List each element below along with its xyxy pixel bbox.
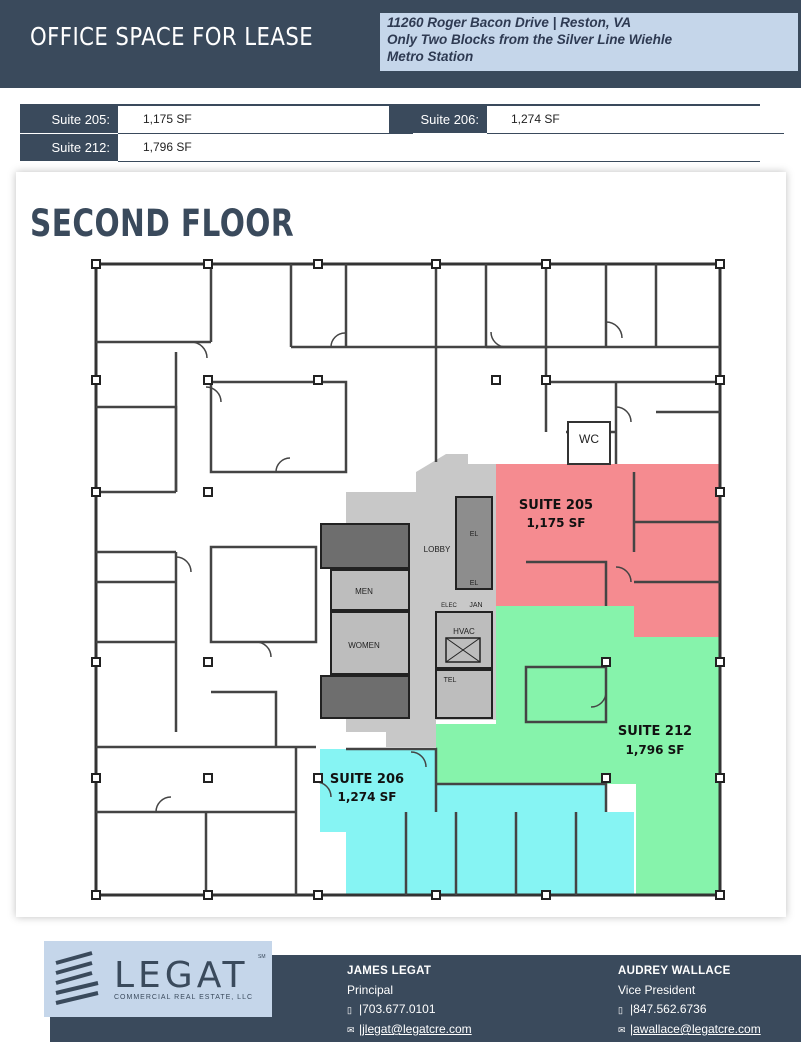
floor-plan-panel: SECOND FLOOR — [16, 172, 786, 917]
hvac-label: HVAC — [453, 627, 475, 636]
contact-name: AUDREY WALLACE — [618, 965, 731, 977]
brand-name: LEGAT — [114, 955, 249, 996]
suite-label: Suite 205: — [20, 106, 118, 133]
address-line: Metro Station — [387, 49, 474, 64]
suite-label: Suite 206: — [389, 106, 487, 133]
contact-email-link[interactable]: |jlegat@legatcre.com — [359, 1022, 472, 1036]
address-box: 11260 Roger Bacon Drive | Reston, VA Onl… — [380, 13, 798, 71]
brand-tagline: COMMERCIAL REAL ESTATE, LLC — [114, 994, 254, 1001]
interior-walls — [96, 264, 720, 895]
suite-table: Suite 205: 1,175 SF Suite 206: 1,274 SF … — [20, 104, 784, 162]
service-mark: SM — [258, 954, 266, 960]
men-label: MEN — [355, 587, 373, 596]
jan-label: JAN — [469, 602, 482, 609]
contact-name: JAMES LEGAT — [347, 965, 432, 977]
lobby-label: LOBBY — [424, 545, 451, 554]
page-title: OFFICE SPACE FOR LEASE — [30, 22, 314, 51]
suite-206-name: SUITE 206 — [330, 772, 404, 787]
contact-title: Principal — [347, 983, 394, 997]
building-logo-icon — [55, 951, 99, 1005]
stair-top — [320, 523, 410, 569]
suite-205-name: SUITE 205 — [519, 498, 593, 513]
phone-icon: ▯ — [618, 1005, 623, 1015]
suite-row: Suite 212: 1,796 SF — [20, 134, 760, 162]
suite-value: 1,274 SF — [487, 106, 784, 134]
women-label: WOMEN — [348, 641, 380, 650]
tel-room — [435, 669, 493, 719]
restroom-women — [330, 611, 410, 675]
restroom-men — [330, 569, 410, 611]
email-icon: ✉ — [347, 1025, 355, 1035]
suite-206-area — [320, 749, 634, 895]
suite-empty-cell — [389, 134, 760, 162]
elec-label: ELEC — [441, 603, 457, 609]
columns — [91, 259, 725, 900]
floor-title: SECOND FLOOR — [30, 202, 295, 245]
stair-bottom — [320, 675, 410, 719]
suite-212-area-label: 1,796 SF — [626, 743, 685, 757]
elevator-label: EL — [470, 531, 479, 538]
company-logo: LEGAT COMMERCIAL REAL ESTATE, LLC SM — [44, 941, 272, 1017]
tel-label: TEL — [444, 677, 457, 684]
suite-value: 1,175 SF — [118, 106, 413, 134]
suite-206-area-label: 1,274 SF — [338, 790, 397, 804]
floor-plan: WC LOBBY MEN WOMEN HVAC TEL JAN ELEC EL … — [91, 259, 725, 900]
contact-card: JAMES LEGAT Principal ▯ |703.677.0101 ✉ |j… — [347, 962, 472, 1040]
suite-212-name: SUITE 212 — [618, 724, 692, 739]
address-line: Only Two Blocks from the Silver Line Wie… — [387, 32, 673, 47]
phone-icon: ▯ — [347, 1005, 352, 1015]
exterior-wall — [94, 262, 722, 897]
suite-205-area-label: 1,175 SF — [527, 516, 586, 530]
hvac-room — [435, 611, 493, 669]
elevator-block — [455, 496, 493, 590]
suite-205-area — [468, 464, 720, 637]
contact-card: AUDREY WALLACE Vice President ▯ |847.562.… — [618, 962, 761, 1040]
contact-phone: |703.677.0101 — [359, 1002, 436, 1016]
wc-label: WC — [579, 432, 599, 446]
suite-value: 1,796 SF — [118, 134, 413, 162]
contact-phone: |847.562.6736 — [630, 1002, 707, 1016]
contact-email-link[interactable]: |awallace@legatcre.com — [630, 1022, 761, 1036]
suite-row: Suite 205: 1,175 SF Suite 206: 1,274 SF — [20, 106, 784, 134]
elevator-label: EL — [470, 580, 479, 587]
suite-label: Suite 212: — [20, 134, 118, 161]
email-icon: ✉ — [618, 1025, 626, 1035]
address-line: 11260 Roger Bacon Drive | Reston, VA — [387, 15, 632, 30]
wc-room — [567, 421, 611, 465]
hvac-unit — [445, 637, 481, 663]
contact-title: Vice President — [618, 983, 696, 997]
suite-212-area — [436, 606, 720, 895]
